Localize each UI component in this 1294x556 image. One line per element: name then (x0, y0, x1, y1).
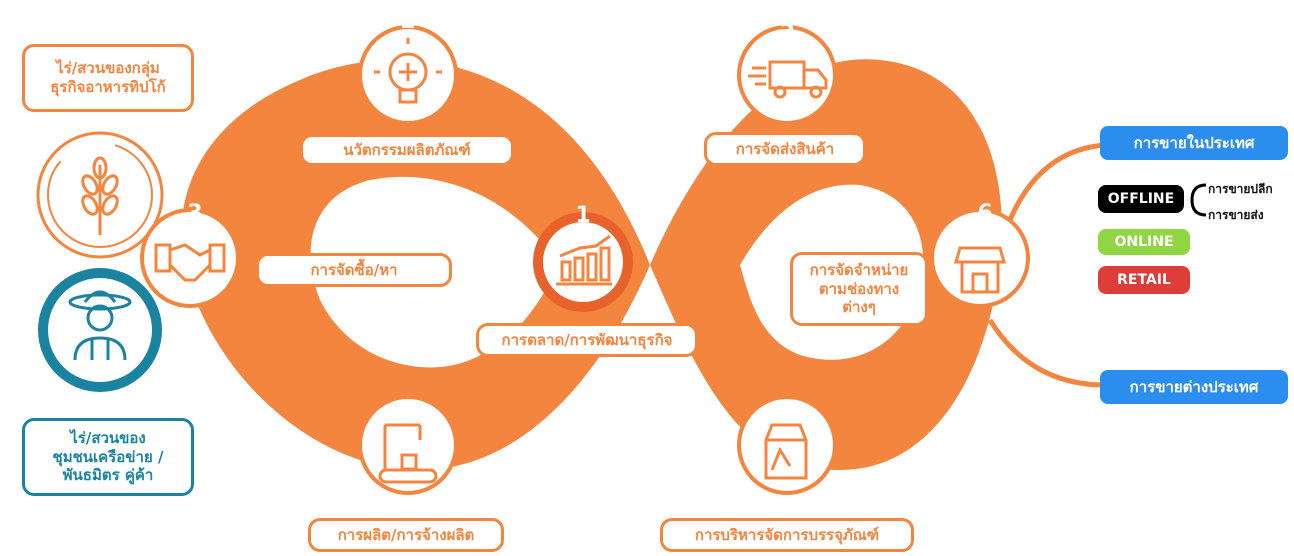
step-3-label: การจัดซื้อ/หา (256, 253, 452, 287)
offline-bracket (1190, 183, 1207, 217)
retail-badge: RETAIL (1098, 266, 1190, 294)
step-6-number: 6 (977, 200, 993, 226)
step-7-number: 7 (779, 396, 795, 422)
connector-domestic (1007, 142, 1106, 221)
step-4-label: การผลิต/การจ้างผลิต (308, 518, 504, 552)
handshake-icon (154, 243, 226, 282)
farm-network-label: ไร่/สวนของ ชุมชนเครือข่าย / พันธมิตร คู่… (22, 418, 194, 496)
step-3-number: 3 (187, 200, 203, 226)
step-2-number: 2 (400, 8, 416, 34)
step-1-label: การตลาด/การพัฒนาธุรกิจ (476, 323, 698, 357)
lightbulb-icon (374, 38, 442, 104)
domestic-sales-badge: การขายในประเทศ (1100, 126, 1288, 160)
farm-group-label: ไร่/สวนของกลุ่ม ธุรกิจอาหารทิปโก้ (22, 44, 194, 112)
robot-arm-icon (378, 423, 438, 484)
step-7-label: การบริหารจัดการบรรจุภัณฑ์ (660, 518, 914, 552)
step-1-number: 1 (575, 202, 591, 228)
step-4-number: 4 (400, 396, 416, 422)
wholesale-text: การขายส่ง (1208, 208, 1264, 222)
wheat-ring (47, 142, 153, 248)
step-5-label: การจัดส่งสินค้า (704, 132, 866, 166)
connector-overseas (987, 318, 1106, 388)
step-5-number: 5 (779, 14, 795, 40)
retail-sale-text: การขายปลีก (1208, 182, 1273, 196)
overseas-sales-badge: การขายต่างประเทศ (1100, 370, 1288, 404)
farmer-icon (68, 290, 132, 361)
wheat-icon (81, 156, 119, 235)
step-2-label: นวัตกรรมผลิตภัณฑ์ (300, 134, 514, 166)
offline-badge: OFFLINE (1098, 185, 1184, 213)
delivery-truck-icon (748, 60, 828, 99)
growth-chart-icon (556, 234, 612, 286)
storefront-icon (954, 246, 1006, 294)
milk-carton-icon (764, 423, 808, 480)
step-6-label: การจัดจำหน่าย ตามช่องทาง ต่างๆ (790, 252, 928, 326)
online-badge: ONLINE (1098, 229, 1190, 255)
